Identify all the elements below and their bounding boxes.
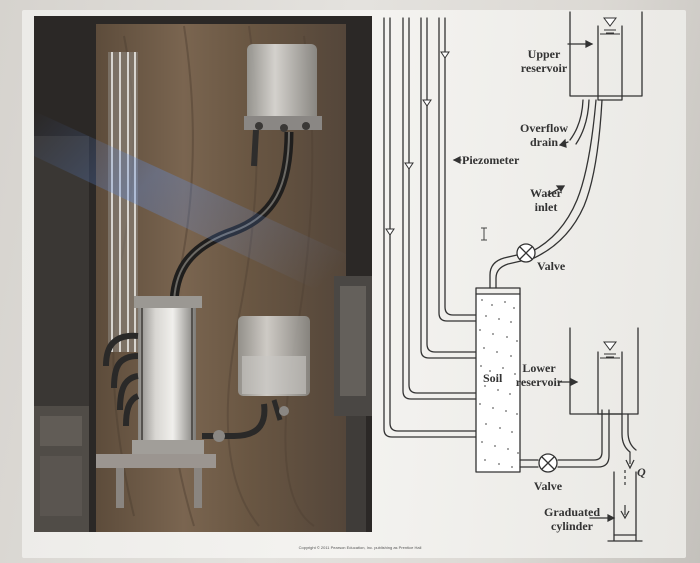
water-level-triangle-icon — [385, 228, 395, 236]
upper-reservoir-inner — [597, 25, 623, 101]
apparatus-photo — [34, 16, 372, 532]
water-level-triangle-icon — [603, 341, 617, 351]
water-inlet-label-line1: Water — [530, 186, 563, 200]
water-level-triangle-icon — [422, 99, 432, 107]
permeameter-schematic: Upper reservoir Overflow drain Piezomete… — [383, 11, 646, 542]
soil-column — [475, 293, 521, 473]
valve-icon — [516, 243, 536, 263]
graduated-cylinder-label-line1: Graduated — [544, 505, 600, 519]
water-level-triangle-icon — [440, 51, 450, 59]
text-cursor-icon — [481, 227, 487, 241]
graduated-cylinder-label-line2: cylinder — [551, 519, 594, 533]
valve-icon — [538, 453, 558, 473]
piezometer-tube-3 — [420, 17, 486, 359]
flow-arrow-icon — [625, 452, 635, 470]
graduated-cylinder-vessel — [613, 471, 637, 536]
piezometer-tube-2 — [402, 17, 486, 400]
upper-reservoir-label-line1: Upper — [528, 47, 561, 61]
piezometer-tube-4 — [438, 17, 486, 322]
water-inlet-label-line2: inlet — [535, 200, 558, 214]
lower-reservoir-inner — [597, 351, 623, 415]
lower-reservoir-label-line1: Lower — [522, 361, 556, 375]
water-level-triangle-icon — [603, 17, 617, 27]
overflow-drain-label-line2: drain — [530, 135, 558, 149]
soil-texture — [479, 299, 519, 468]
piezometer-label: Piezometer — [462, 153, 520, 167]
overflow-drain-label-line1: Overflow — [520, 121, 568, 135]
lower-reservoir-label-line2: reservoir — [516, 375, 563, 389]
upper-reservoir-label-line2: reservoir — [521, 61, 568, 75]
apparatus-photo-drawing — [34, 16, 372, 532]
copyright-notice: Copyright © 2011 Pearson Education, Inc.… — [298, 545, 422, 550]
flow-arrow-icon — [620, 505, 630, 520]
flow-rate-label: Q — [637, 465, 646, 479]
bottom-valve-label: Valve — [534, 479, 563, 493]
lower-reservoir-outer — [569, 327, 639, 415]
upper-reservoir-outer — [569, 11, 643, 97]
water-level-triangle-icon — [404, 162, 414, 170]
piezometer-tube-1 — [383, 17, 486, 438]
soil-label: Soil — [483, 371, 503, 385]
top-valve-label: Valve — [537, 259, 566, 273]
